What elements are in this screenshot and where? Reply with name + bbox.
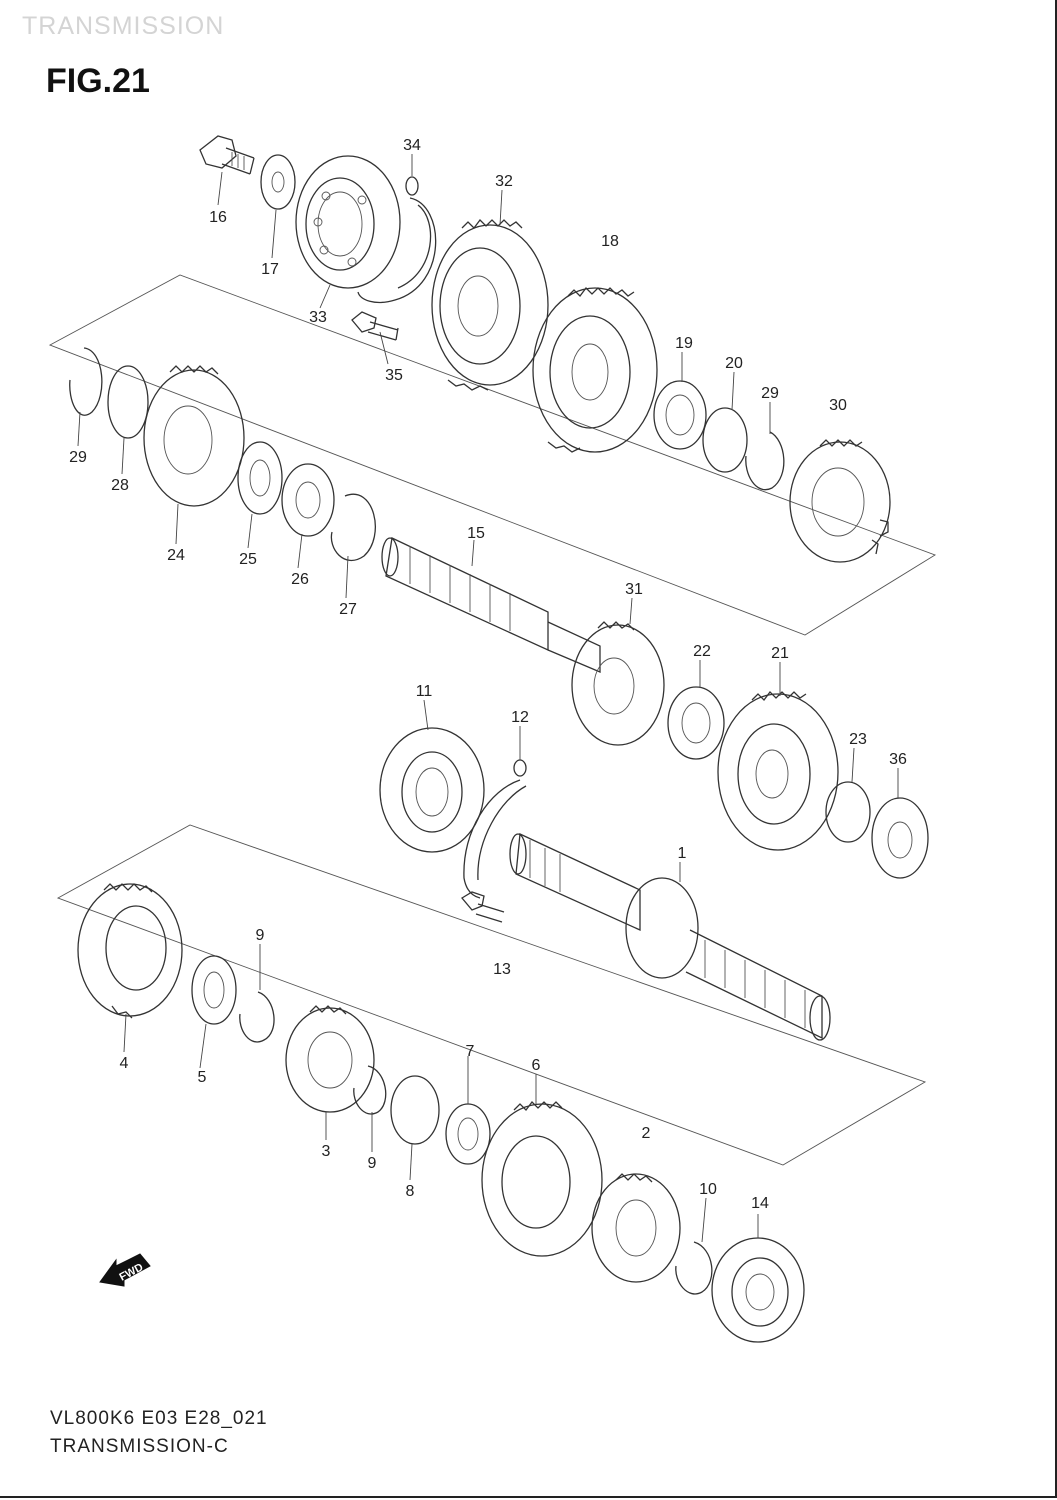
washer-part [390, 1075, 440, 1145]
circlip-part [675, 1241, 713, 1295]
gear-part [143, 365, 245, 507]
washer-part [281, 463, 335, 537]
drawing-code: VL800K6 E03 E28_021 [50, 1408, 268, 1429]
bearing-part [711, 1237, 805, 1343]
bearing-retainer-part [351, 197, 437, 341]
callout: 20 [725, 355, 743, 372]
callout: 12 [511, 709, 529, 726]
bearing-part [295, 155, 401, 289]
callout: 2 [642, 1125, 651, 1142]
circlip-part [353, 1065, 387, 1115]
bearing-part [871, 797, 929, 879]
callout: 4 [120, 1055, 129, 1072]
pin-part [513, 759, 527, 777]
gear-part [717, 691, 839, 851]
bushing-part [445, 1103, 491, 1165]
bolt-part [199, 135, 255, 175]
callout: 11 [416, 683, 433, 700]
washer-part [702, 407, 748, 473]
callout: 25 [239, 551, 257, 568]
callout-numbers: 1 2 3 4 5 6 7 8 9 9 10 11 12 13 14 15 16… [69, 137, 907, 1212]
callout: 7 [466, 1043, 475, 1060]
bearing-part [379, 727, 485, 853]
callout: 36 [889, 751, 907, 768]
fwd-arrow-icon: FWD [99, 1253, 151, 1287]
callout: 14 [751, 1195, 769, 1212]
circlip-part [239, 991, 275, 1043]
gear-part [77, 883, 183, 1019]
gear-part [571, 621, 665, 746]
callout: 5 [198, 1069, 207, 1086]
callout: 29 [761, 385, 779, 402]
callout: 34 [403, 137, 421, 154]
callout: 9 [368, 1155, 377, 1172]
callout: 1 [678, 845, 687, 862]
callout: 10 [699, 1181, 717, 1198]
washer-part [260, 154, 296, 210]
callout: 22 [693, 643, 711, 660]
callout: 21 [771, 645, 789, 662]
section-title: TRANSMISSION [22, 12, 225, 40]
drawing-subtitle: TRANSMISSION-C [50, 1436, 229, 1457]
callout: 19 [675, 335, 693, 352]
callout: 35 [385, 367, 403, 384]
callout: 16 [209, 209, 227, 226]
bearing-retainer-part [461, 779, 527, 923]
gear-part [431, 219, 549, 391]
callout: 27 [339, 601, 357, 618]
callout: 31 [625, 581, 643, 598]
callout: 3 [322, 1143, 331, 1160]
bushing-part [667, 686, 725, 760]
callout: 8 [406, 1183, 415, 1200]
callout: 29 [69, 449, 87, 466]
circlip-part [745, 431, 785, 491]
gear-part [789, 439, 891, 563]
washer-part [107, 365, 149, 439]
callout: 6 [532, 1057, 541, 1074]
gear-part [591, 1173, 681, 1283]
gear-part [285, 1005, 375, 1113]
bushing-part [191, 955, 237, 1025]
driveshaft-frame [56, 824, 927, 1166]
circlip-part [69, 347, 103, 416]
callout: 15 [467, 525, 485, 542]
gear-part [481, 1101, 603, 1257]
callout: 28 [111, 477, 129, 494]
callout: 18 [601, 233, 619, 250]
callout: 30 [829, 397, 847, 414]
callout: 24 [167, 547, 185, 564]
callout: 17 [261, 261, 279, 278]
callout: 9 [256, 927, 265, 944]
callout: 26 [291, 571, 309, 588]
washer-part [825, 781, 871, 843]
pin-part [405, 176, 419, 196]
countershaft-part [381, 537, 601, 673]
countershaft-frame [48, 274, 937, 636]
circlip-part [330, 493, 376, 562]
callout: 32 [495, 173, 513, 190]
bushing-part [653, 380, 707, 450]
callout: 13 [493, 961, 511, 978]
driveshaft-part [509, 833, 831, 1041]
callout: 33 [309, 309, 327, 326]
figure-label: FIG.21 [46, 62, 150, 100]
gear-part [532, 287, 658, 453]
callout: 23 [849, 731, 867, 748]
leader-lines [77, 154, 899, 1243]
bushing-part [237, 441, 283, 515]
